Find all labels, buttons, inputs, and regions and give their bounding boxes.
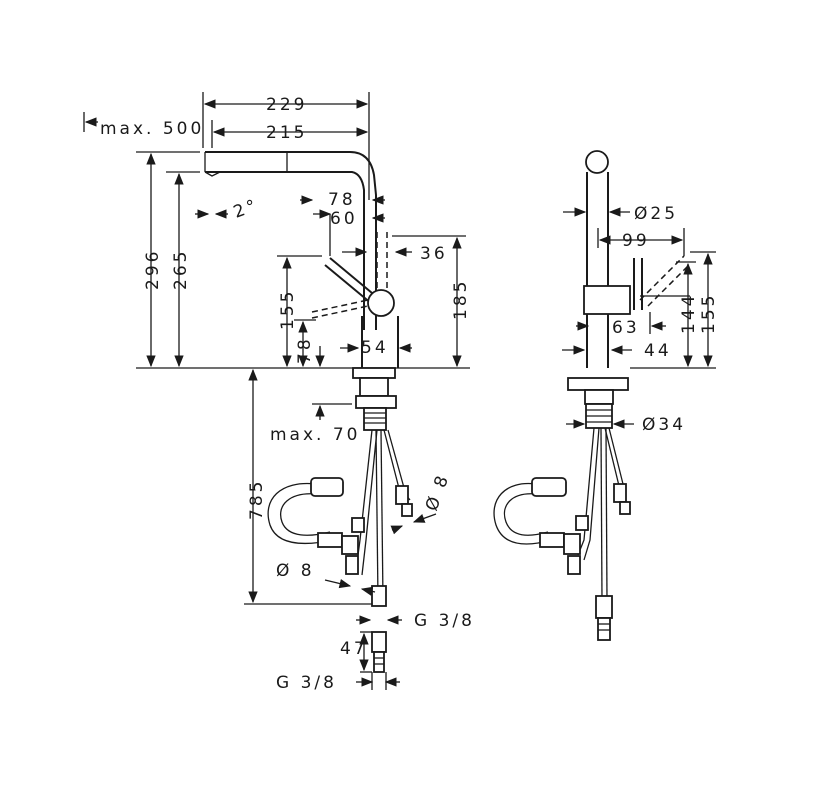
faucet-body [204,151,399,431]
side-labels: Ø25 99 144 155 63 44 Ø34 [612,204,719,435]
front-labels: 229 215 max. 500 296 265 2° 78 60 36 185… [100,95,475,693]
dim-155-lever: 155 [278,289,298,330]
dim-144: 144 [679,293,699,334]
dim-dia-8-right: Ø 8 [422,471,454,514]
dim-dia-8-left: Ø 8 [276,561,315,581]
dim-265: 265 [171,249,191,290]
hose-connector [317,532,343,548]
front-dimensions [83,92,466,690]
dim-g38-upper: G 3/8 [414,611,475,631]
dim-78-top: 78 [328,190,356,210]
dim-215: 215 [266,123,307,143]
dim-max-70: max. 70 [270,425,360,445]
dim-785: 785 [247,479,267,520]
dim-63: 63 [612,318,640,338]
dim-angle: 2° [231,195,262,222]
dim-36: 36 [420,244,448,264]
side-view: Ø25 99 144 155 63 44 Ø34 [493,150,719,641]
side-dimensions [562,207,716,429]
dim-229: 229 [266,95,307,115]
dim-185: 185 [451,279,471,320]
dim-g38-lower: G 3/8 [276,673,337,693]
hose-weight [310,477,344,497]
dim-max-500: max. 500 [100,119,204,139]
dim-60: 60 [330,209,358,229]
dim-54: 54 [361,338,389,358]
side-hoses [493,427,631,641]
dim-155-side: 155 [699,293,719,334]
front-view: 229 215 max. 500 296 265 2° 78 60 36 185… [83,92,475,693]
dim-296: 296 [143,249,163,290]
dim-dia-25: Ø25 [634,204,678,224]
side-faucet-body [567,150,691,429]
dim-99: 99 [622,231,650,251]
dim-44: 44 [644,341,672,361]
dim-78-lever: 78 [295,336,315,364]
supply-connector [371,631,387,673]
supply-hoses [267,429,413,607]
dim-47: 47 [340,639,368,659]
dim-dia-34: Ø34 [642,415,686,435]
